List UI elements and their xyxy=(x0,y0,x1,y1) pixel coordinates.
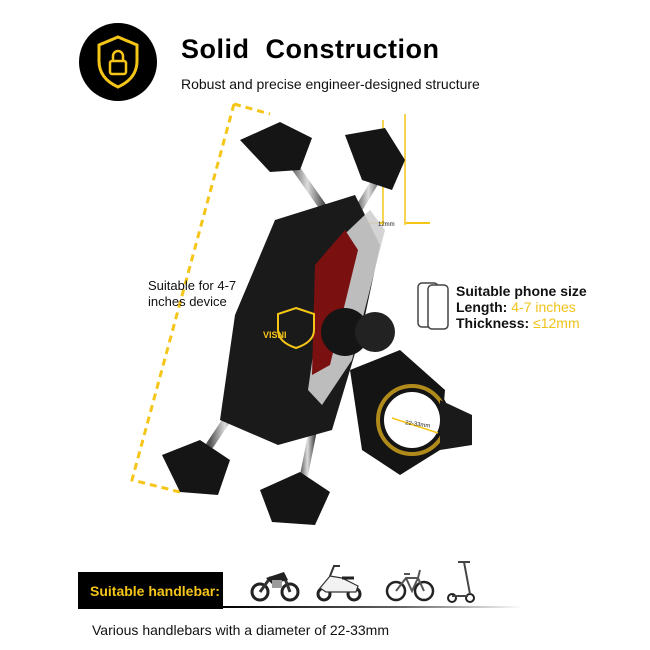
phone-size-specs: Suitable phone size Length: 4-7 inches T… xyxy=(456,283,587,331)
bicycle-icon xyxy=(385,569,435,602)
page-subtitle: Robust and precise engineer-designed str… xyxy=(181,76,480,92)
motorcycle-icon xyxy=(250,572,300,602)
brand-logo-text: VISNI xyxy=(263,330,287,340)
page-title: Solid Construction xyxy=(181,34,440,64)
thickness-dimension-label: 12mm xyxy=(378,222,395,228)
handlebar-banner xyxy=(78,572,223,609)
divider xyxy=(223,606,523,608)
length-value: 4-7 inches xyxy=(511,299,576,315)
thickness-label: Thickness: xyxy=(456,315,534,331)
thickness-value: ≤12mm xyxy=(533,315,580,331)
shield-lock-badge xyxy=(79,23,157,101)
device-size-bracket xyxy=(130,103,236,494)
shield-lock-icon xyxy=(97,35,139,89)
scooter-icon xyxy=(316,565,362,602)
vehicle-icons xyxy=(250,561,475,603)
phone-holder-illustration: VISNI xyxy=(130,102,472,525)
handlebar-diameter-note: Various handlebars with a diameter of 22… xyxy=(92,622,390,638)
kick-scooter-icon xyxy=(447,561,475,603)
length-label: Length: xyxy=(456,299,512,315)
handlebar-label: Suitable handlebar: xyxy=(90,583,220,599)
phone-size-title: Suitable phone size xyxy=(456,283,587,299)
device-size-label: Suitable for 4-7 inches device xyxy=(148,278,237,309)
phone-icon xyxy=(417,282,449,330)
